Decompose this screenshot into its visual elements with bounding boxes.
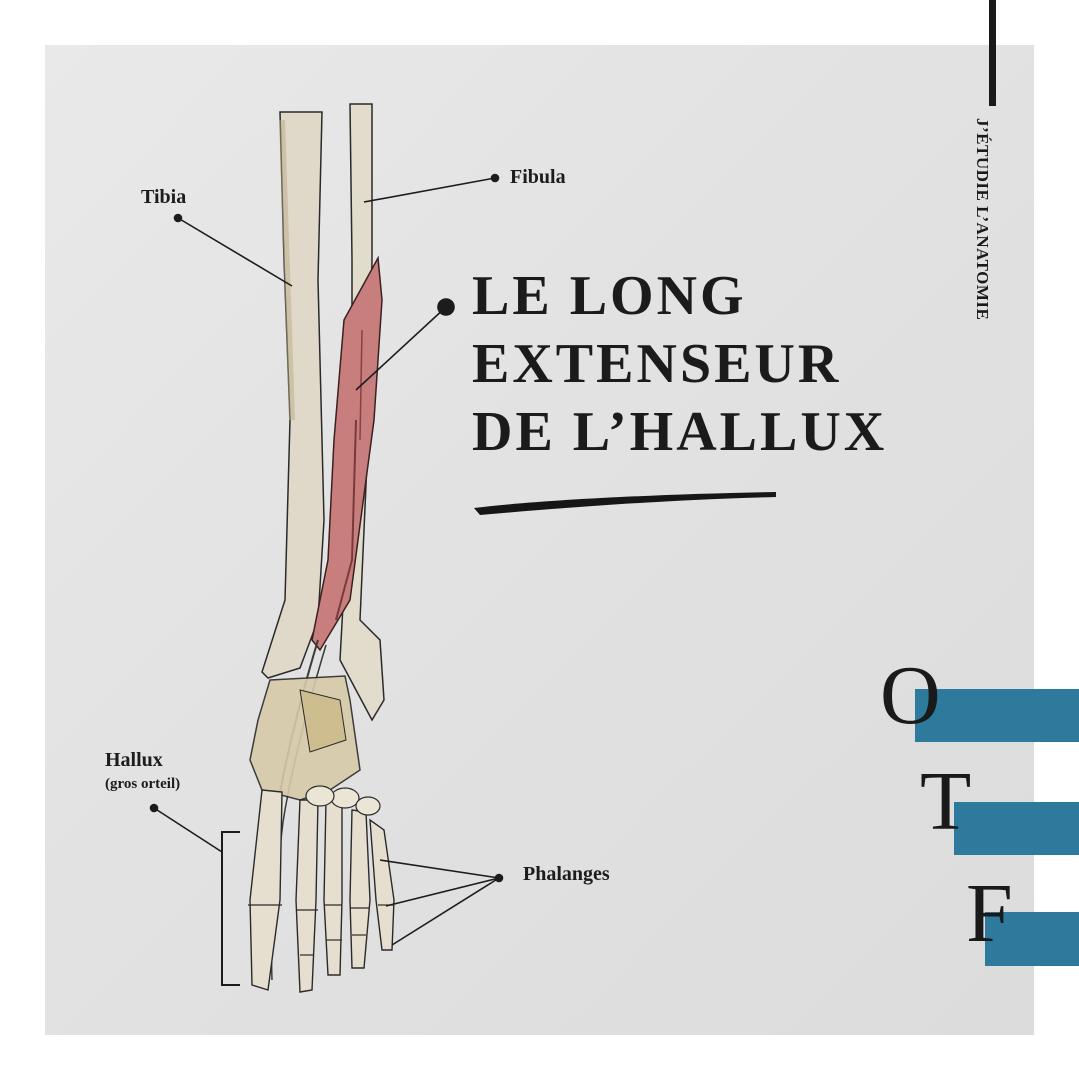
- hallux-sublabel: (gros orteil): [105, 776, 181, 792]
- title-line-1: LE LONG: [472, 265, 747, 327]
- side-accent-line: [989, 0, 996, 106]
- metatarsal-5: [369, 818, 395, 951]
- hallux-bracket: [221, 831, 240, 986]
- fibula-label: Fibula: [510, 166, 566, 188]
- hallux-label: Hallux: [105, 749, 163, 771]
- metatarsal-1: [249, 789, 283, 991]
- title-line-2: EXTENSEUR: [472, 333, 842, 395]
- metatarsal-2: [295, 799, 319, 993]
- logo-letter-f: F: [966, 867, 1013, 960]
- title-underline: [474, 492, 776, 515]
- logo-block-3: [985, 912, 1079, 966]
- title-line-3: DE L’HALLUX: [472, 401, 888, 463]
- logo-letter-o: O: [880, 649, 941, 742]
- logo-block-2: [954, 802, 1079, 855]
- paper-background: [45, 45, 1034, 1035]
- page-title: LE LONG EXTENSEUR DE L’HALLUX: [472, 262, 887, 466]
- phalanges-label: Phalanges: [523, 863, 610, 885]
- metatarsal-4: [349, 809, 371, 969]
- side-brand-text: J’ÉTUDIE L’ANATOMIE: [973, 118, 992, 321]
- tibia-label: Tibia: [141, 186, 187, 208]
- logo-letter-t: T: [920, 755, 972, 848]
- metatarsal-3: [323, 799, 343, 976]
- logo-block-1: [915, 689, 1079, 742]
